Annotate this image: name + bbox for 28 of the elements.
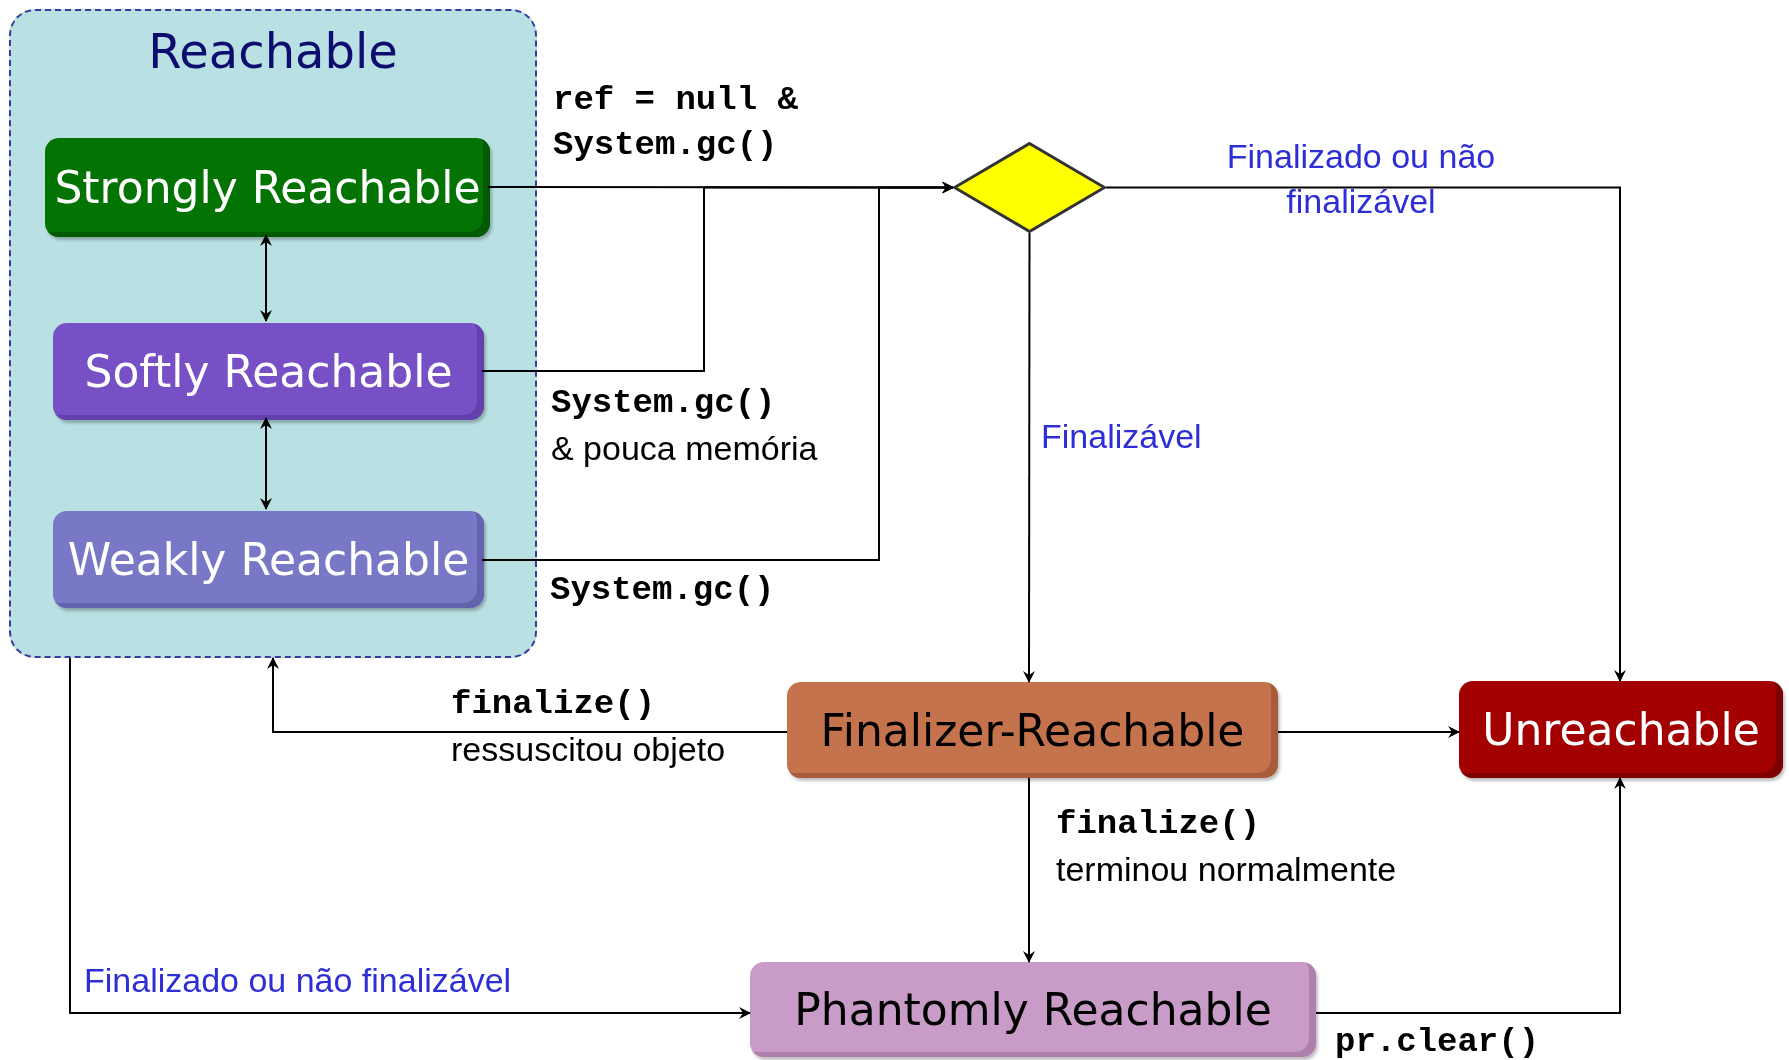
arrow [1023,777,1035,963]
state-box: Strongly Reachable [45,138,490,237]
state-box: Finalizer-Reachable [787,682,1278,778]
arrow [260,234,272,322]
edge-label: pr.clear() [1335,1022,1541,1060]
arrow [481,181,954,561]
edge-label: Finalizado ou não finalizável [1225,136,1497,222]
state-box: Phantomly Reachable [750,962,1316,1057]
edge-label: ref = null & System.gc() [553,80,799,166]
decision-diamond [953,142,1106,233]
group-container [9,9,537,658]
arrow [1105,186,1626,682]
arrow [69,657,751,1019]
arrow [1277,726,1460,738]
state-box: Unreachable [1459,681,1783,778]
state-box: Softly Reachable [53,323,484,420]
edge-label: Finalizável [1041,416,1203,457]
edge-label: System.gc() [550,570,776,611]
arrow [1315,777,1626,1014]
group-title: Reachable [147,23,399,79]
arrow [1023,232,1035,683]
edge-label: Finalizado ou não finalizável [84,960,513,1001]
arrow [260,417,272,510]
edge-label: finalize() ressuscitou objeto [451,684,727,770]
arrow [267,657,788,733]
edge-label: System.gc() & pouca memória [551,383,819,469]
state-box: Weakly Reachable [53,511,484,608]
edge-label: finalize() terminou normalmente [1056,804,1398,890]
